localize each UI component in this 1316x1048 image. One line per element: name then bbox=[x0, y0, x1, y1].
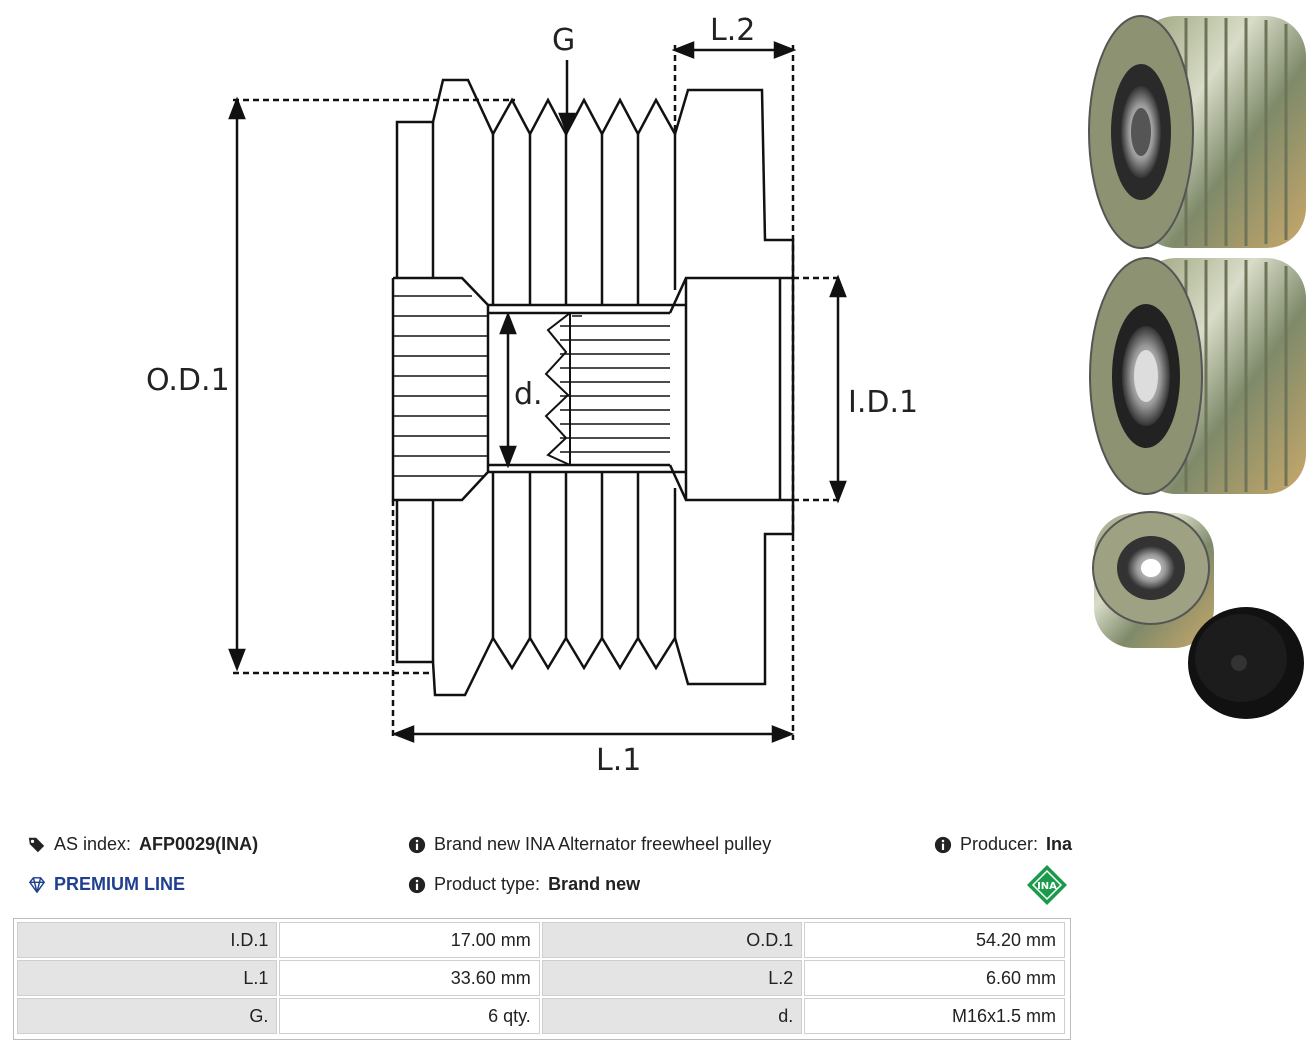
pulley-photo-1 bbox=[1088, 15, 1306, 249]
spec-label: I.D.1 bbox=[17, 922, 278, 958]
as-index-value: AFP0029(INA) bbox=[139, 834, 259, 854]
specs-table-frame bbox=[13, 918, 1071, 1040]
pulley-bottom-profile bbox=[395, 500, 795, 697]
spec-label: O.D.1 bbox=[541, 922, 803, 958]
label-l2: L.2 bbox=[710, 13, 755, 48]
product-type: Product type: Brand new bbox=[408, 874, 640, 895]
spec-label: L.1 bbox=[17, 960, 278, 996]
premium-line-label: PREMIUM LINE bbox=[54, 874, 186, 894]
product-type-label: Product type: bbox=[434, 874, 541, 894]
producer-label: Producer: bbox=[960, 834, 1039, 854]
table-row: G. 6 qty. d. M16x1.5 mm bbox=[17, 998, 1065, 1034]
label-od1: O.D.1 bbox=[146, 363, 230, 398]
product-photos bbox=[1088, 15, 1306, 719]
producer: Producer: Ina bbox=[934, 834, 1072, 855]
spec-value: M16x1.5 mm bbox=[804, 998, 1065, 1034]
spec-value: 33.60 mm bbox=[279, 960, 540, 996]
producer-value: Ina bbox=[1046, 834, 1073, 854]
label-g: G bbox=[552, 23, 575, 58]
spec-label: G. bbox=[17, 998, 278, 1034]
info-icon bbox=[934, 836, 952, 853]
spec-label: L.2 bbox=[541, 960, 803, 996]
description: Brand new INA Alternator freewheel pulle… bbox=[408, 834, 771, 855]
product-type-value: Brand new bbox=[548, 874, 641, 894]
diamond-icon bbox=[28, 876, 46, 893]
label-d: d. bbox=[514, 377, 543, 412]
spec-value: 17.00 mm bbox=[279, 922, 540, 958]
hub-left bbox=[391, 276, 490, 502]
spec-value: 6.60 mm bbox=[804, 960, 1065, 996]
pulley-photo-2 bbox=[1089, 257, 1306, 495]
label-id1: I.D.1 bbox=[848, 385, 918, 420]
table-row: I.D.1 17.00 mm O.D.1 54.20 mm bbox=[17, 922, 1065, 958]
label-l1: L.1 bbox=[596, 743, 641, 778]
info-icon bbox=[408, 876, 426, 893]
description-text: Brand new INA Alternator freewheel pulle… bbox=[434, 834, 772, 854]
ina-logo: INA bbox=[1027, 865, 1067, 905]
pulley-top-profile bbox=[395, 78, 795, 500]
pulley-photo-3 bbox=[1092, 511, 1214, 648]
technical-drawing: G L.2 O.D.1 I.D.1 d. L.1 bbox=[146, 13, 918, 778]
premium-line: PREMIUM LINE bbox=[28, 874, 185, 895]
info-icon bbox=[408, 836, 426, 853]
spec-label: d. bbox=[541, 998, 803, 1034]
table-row: L.1 33.60 mm L.2 6.60 mm bbox=[17, 960, 1065, 996]
as-index: AS index: AFP0029(INA) bbox=[28, 834, 258, 855]
spec-value: 54.20 mm bbox=[804, 922, 1065, 958]
specs-table: I.D.1 17.00 mm O.D.1 54.20 mm L.1 33.60 … bbox=[15, 920, 1067, 1036]
hub-right bbox=[668, 276, 793, 314]
spec-value: 6 qty. bbox=[279, 998, 540, 1034]
ina-logo-text: INA bbox=[1037, 881, 1057, 892]
protective-cap-photo bbox=[1188, 607, 1304, 719]
tags-icon bbox=[28, 837, 45, 852]
as-index-label: AS index: bbox=[54, 834, 132, 854]
